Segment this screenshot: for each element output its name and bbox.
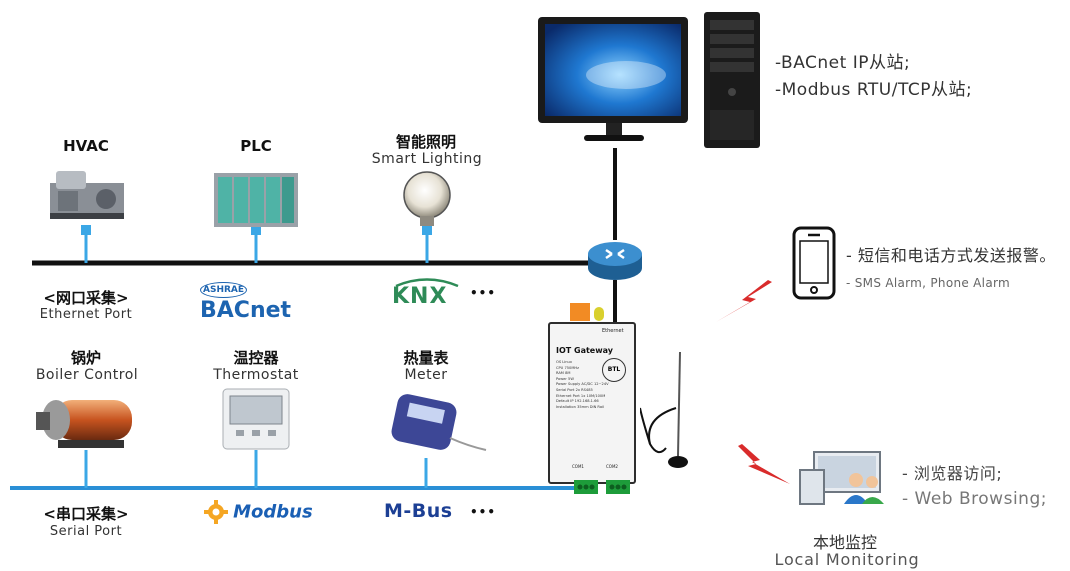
web-text-en: - Web Browsing; [902,489,1047,509]
lighting-drop-node [422,225,432,235]
hvac-icon [44,165,130,225]
server-notes: -BACnet IP从站; -Modbus RTU/TCP从站; [775,50,972,104]
ethernet-bus-label: <网口采集> [43,289,129,307]
boiler-label: 锅炉 [70,349,101,367]
local-monitoring-icon [798,448,890,510]
lighting-label-en: Smart Lighting [371,151,483,167]
router-icon [586,236,644,282]
modbus-logo-text: Modbus [233,501,313,523]
knx-logo: KNX [392,277,462,309]
light-bulb-icon [398,170,456,228]
gateway-spec-row: Installation 35mm DIN Rail [556,404,605,409]
plc-icon [214,173,298,227]
server-note-bacnet: -BACnet IP从站; [775,53,911,73]
gateway-title: IOT Gateway [556,346,613,355]
meter-label: 热量表 [403,349,449,367]
gateway-com2-label: COM2 [606,464,618,469]
heat-meter-icon [388,388,488,460]
local-monitoring-label-en: Local Monitoring [774,550,920,569]
gateway-spec-row: Power 5W [556,376,574,381]
gateway-spec-row: CPU 750MHz [556,365,580,370]
serial-more-ellipsis: ••• [470,505,497,519]
modbus-logo: Modbus [204,500,328,530]
iot-gateway: Ethernet IOT Gateway BTL OS Linux CPU 75… [548,322,636,484]
gateway-btl-badge: BTL [602,358,626,382]
mbus-logo: M-Bus [384,500,464,530]
gateway-spec-row: Serial Port 2x RS485 [556,387,593,392]
bacnet-logo-text: BACnet [200,298,292,323]
modbus-gear-icon [204,500,228,524]
gateway-spec-row: Ethernet Port 1x 10M/100M [556,393,606,398]
alarm-bolt [716,280,772,322]
gateway-spec-row: Default IP 192.168.1.66 [556,399,599,404]
boiler-icon [32,392,140,450]
gateway-spec-row: RAM 8M [556,371,571,376]
ethernet-more-ellipsis: ••• [470,286,497,300]
gateway-spec-row: Power Supply AC/DC 12~24V [556,382,609,387]
local-monitoring-label: 本地监控 [812,533,877,552]
bacnet-logo: ASHRAE BACnet [200,279,320,323]
boiler-label-en: Boiler Control [35,367,139,383]
gateway-spec-row: OS Linux [556,360,572,364]
server-tower [702,10,762,150]
gateway-ethernet-label: Ethernet [602,328,624,334]
web-text-cn: - 浏览器访问; [902,464,1003,483]
web-bolt [738,444,790,484]
lighting-label: 智能照明 [395,133,456,151]
alarm-text-cn: - 短信和电话方式发送报警。 [846,246,1056,265]
plc-label: PLC [240,137,272,155]
gateway-com1-label: COM1 [572,464,584,469]
server-monitor [536,15,706,150]
gateway-rs485-terminals [574,478,634,496]
thermostat-label: 温控器 [233,349,279,367]
gateway-spec-list: OS Linux CPU 750MHz RAM 8M Power 5W Powe… [556,360,626,410]
meter-label-en: Meter [404,367,448,383]
antenna-icon [639,348,700,474]
server-note-modbus: -Modbus RTU/TCP从站; [775,80,973,100]
serial-bus-label-en: Serial Port [49,524,123,539]
thermostat-label-en: Thermostat [213,367,299,383]
thermostat-icon [222,388,290,450]
ethernet-bus-label-en: Ethernet Port [39,307,133,322]
plc-drop-node [251,225,261,235]
hvac-drop-node [81,225,91,235]
serial-bus-label: <串口采集> [43,505,129,523]
hvac-label: HVAC [63,137,109,155]
alarm-text-en: - SMS Alarm, Phone Alarm [846,276,1010,290]
knx-logo-text: KNX [392,284,448,309]
mobile-phone-icon [792,226,836,300]
mbus-logo-text: M-Bus [384,500,453,522]
gateway-terminal-block [570,297,604,321]
